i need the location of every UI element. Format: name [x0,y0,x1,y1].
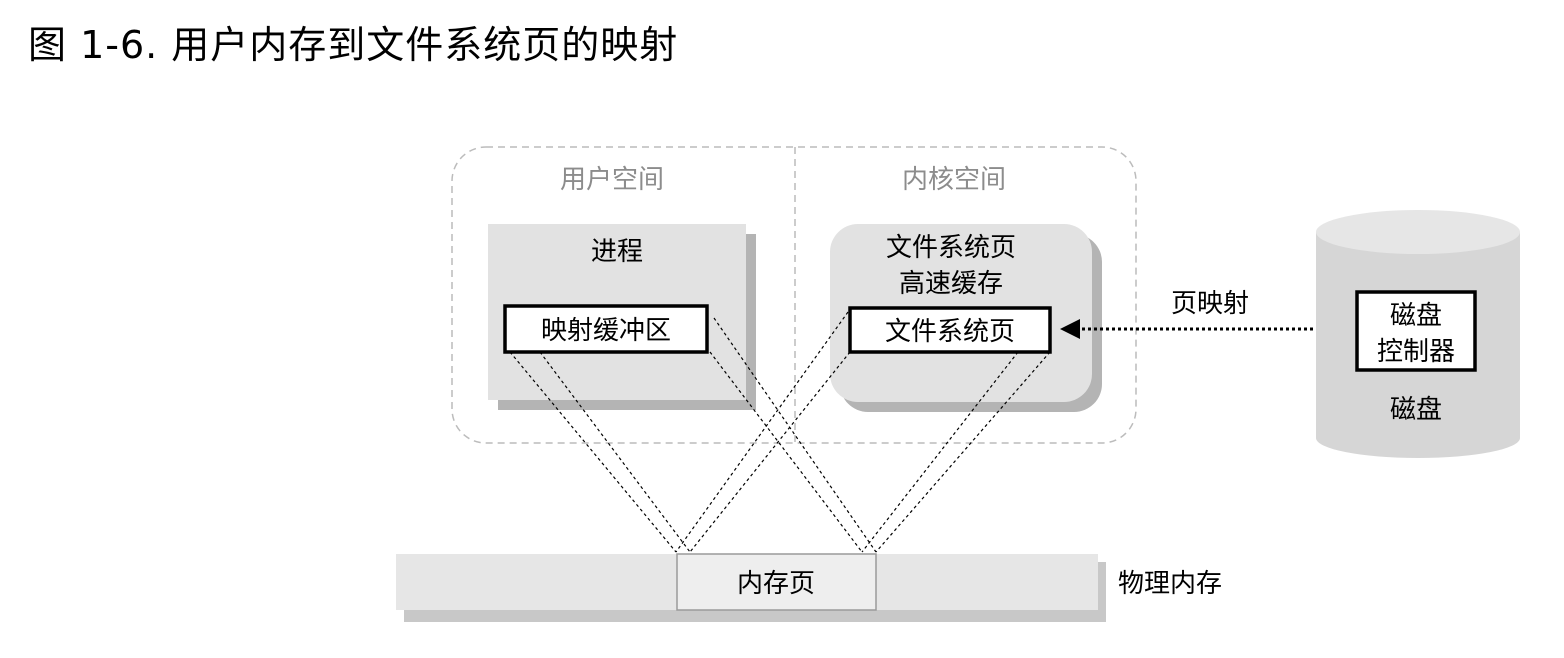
filesystem-page-box [848,306,1052,354]
mapping-lines [509,311,1051,553]
physical-memory-label: 物理内存 [1118,569,1222,599]
disk-controller-box [1355,290,1477,372]
disk-controller-line2: 控制器 [1377,337,1455,367]
user-space-label: 用户空间 [560,165,664,195]
address-space-region [451,146,1137,444]
memory-page-box [676,553,877,611]
process-label: 进程 [591,237,643,267]
arrowhead-left [1060,319,1080,339]
disk-controller-line1: 磁盘 [1390,301,1442,331]
disk-cylinder-top [1316,210,1520,254]
figure-title: 图 1-6. 用户内存到文件系统页的映射 [28,23,679,67]
mapped-buffer-box [503,304,709,354]
page-cache-title-line1: 文件系统页 [886,233,1016,263]
mapped-buffer-label: 映射缓冲区 [541,316,671,346]
page-mapping-label: 页映射 [1171,289,1249,319]
kernel-space-label: 内核空间 [902,165,1006,195]
filesystem-page-label: 文件系统页 [885,317,1015,347]
page-cache-title-line2: 高速缓存 [899,269,1003,299]
disk-label: 磁盘 [1390,395,1442,425]
memory-page-label: 内存页 [737,569,815,599]
